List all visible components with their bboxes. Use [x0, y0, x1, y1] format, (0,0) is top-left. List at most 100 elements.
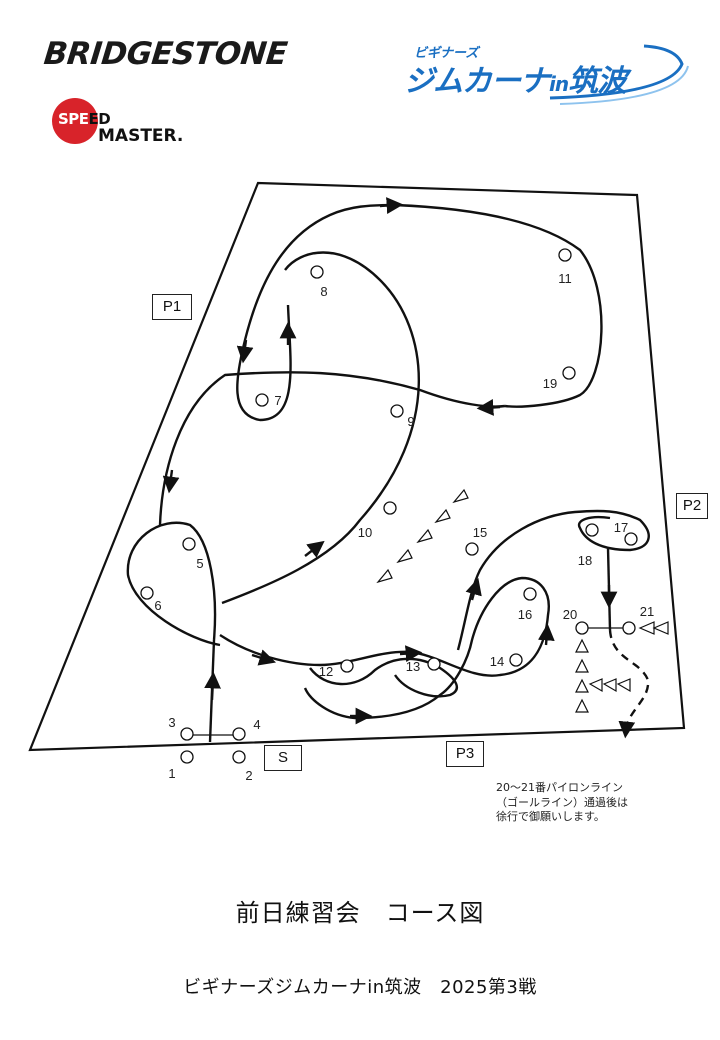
triangle-marker	[652, 621, 669, 635]
arrow-top	[379, 197, 404, 214]
page-title: 前日練習会 コース図	[235, 899, 485, 927]
pylon-8	[310, 265, 324, 279]
pylon-1	[180, 750, 194, 764]
pylon-20	[575, 621, 589, 635]
route-lower	[219, 576, 550, 720]
speedmaster-logo-master: MASTER.	[98, 126, 184, 146]
arrow-7-down	[236, 339, 254, 364]
triangle-marker	[434, 508, 451, 524]
triangle-marker	[575, 658, 589, 673]
gymkhana-tsukuba-logo: ビギナーズ ジムカーナin筑波	[400, 40, 690, 110]
gymkhana-logo-word: ジムカーナ	[404, 64, 550, 99]
pylon-6	[140, 586, 154, 600]
pylon-10	[383, 501, 397, 515]
triangle-marker	[575, 678, 589, 693]
route-top	[394, 203, 603, 408]
pylon-label-5: 5	[196, 556, 203, 571]
arrow-lower-1	[251, 649, 277, 666]
pylon-2	[232, 750, 246, 764]
paddock-p3-label: P3	[446, 741, 484, 767]
pylon-13	[427, 657, 441, 671]
pylon-label-4: 4	[253, 717, 260, 732]
gymkhana-logo-sub: ビギナーズ	[414, 46, 479, 61]
triangle-marker	[452, 488, 469, 504]
start-label: S	[264, 745, 302, 771]
pylon-19	[562, 366, 576, 380]
pylon-label-15: 15	[473, 525, 487, 540]
speedmaster-logo-speed: SPEED	[58, 110, 111, 128]
pylon-11	[558, 248, 572, 262]
pylon-17	[624, 532, 638, 546]
arrow-p1	[162, 469, 180, 494]
pylon-label-6: 6	[154, 598, 161, 613]
triangle-marker	[616, 678, 631, 693]
triangle-marker	[588, 678, 603, 693]
pylon-label-17: 17	[614, 520, 628, 535]
pylon-label-14: 14	[490, 654, 504, 669]
route-p1-left	[158, 371, 506, 526]
pylon-18	[585, 523, 599, 537]
triangle-marker	[575, 698, 589, 713]
pylon-label-18: 18	[578, 553, 592, 568]
pylon-label-10: 10	[358, 525, 372, 540]
route-to-18	[456, 509, 650, 651]
route-6-to-p1	[221, 251, 420, 605]
route-chicane-12	[309, 657, 459, 698]
pylon-9	[390, 404, 404, 418]
triangle-marker	[376, 568, 393, 584]
arrow-10	[304, 540, 325, 558]
pylon-12	[340, 659, 354, 673]
triangle-marker	[396, 548, 413, 564]
goal-note: 20〜21番パイロンライン （ゴールライン）通過後は 徐行で御願いします。	[496, 781, 628, 825]
goal-note-line: 徐行で御願いします。	[496, 810, 605, 823]
arrow-start	[204, 671, 221, 701]
paddock-p1-label: P1	[152, 294, 192, 320]
pylon-label-13: 13	[406, 659, 420, 674]
pylon-label-2: 2	[245, 768, 252, 783]
gymkhana-logo-in: in	[549, 72, 569, 96]
logo-swoosh-icon	[549, 44, 689, 105]
pylon-label-3: 3	[168, 715, 175, 730]
arrow-13	[399, 645, 423, 662]
paddock-p2-label: P2	[676, 493, 708, 519]
goal-note-line: 20〜21番パイロンライン	[496, 781, 623, 794]
pylon-5	[182, 537, 196, 551]
course-boundary	[28, 181, 686, 752]
pylon-label-1: 1	[168, 766, 175, 781]
pylon-15	[465, 542, 479, 556]
goal-note-line: （ゴールライン）通過後は	[496, 795, 628, 809]
triangle-marker	[416, 528, 433, 544]
pylon-7	[255, 393, 269, 407]
pylon-label-20: 20	[563, 607, 577, 622]
speedmaster-logo-circle	[52, 98, 98, 144]
pylon-label-21: 21	[640, 604, 654, 619]
speed-text-a: SPE	[58, 110, 89, 128]
pylon-label-9: 9	[407, 414, 414, 429]
arrow-16	[537, 623, 555, 646]
triangle-marker	[638, 621, 655, 635]
pylon-label-8: 8	[320, 284, 327, 299]
pylon-label-11: 11	[558, 271, 572, 286]
gymkhana-logo-main: ジムカーナin筑波	[404, 56, 627, 100]
pylon-4	[232, 727, 246, 741]
pylon-label-7: 7	[274, 393, 281, 408]
marker-triangles	[376, 488, 669, 713]
arrow-19	[476, 399, 501, 416]
route-loop-5-6	[126, 521, 221, 647]
pylon-label-12: 12	[319, 664, 333, 679]
triangle-marker	[602, 678, 617, 693]
pylon-14	[509, 653, 523, 667]
pylon-label-16: 16	[518, 607, 532, 622]
pylon-21	[622, 621, 636, 635]
pylon-16	[523, 587, 537, 601]
route-slowdown-dashed	[608, 629, 650, 739]
pylon-label-19: 19	[543, 376, 557, 391]
route-loop-7	[236, 203, 396, 422]
pylon-3	[180, 727, 194, 741]
arrow-15	[465, 577, 482, 601]
gymkhana-logo-place: 筑波	[568, 64, 627, 99]
triangle-marker	[575, 638, 589, 653]
page-subtitle: ビギナーズジムカーナin筑波 2025第3戦	[183, 977, 537, 998]
